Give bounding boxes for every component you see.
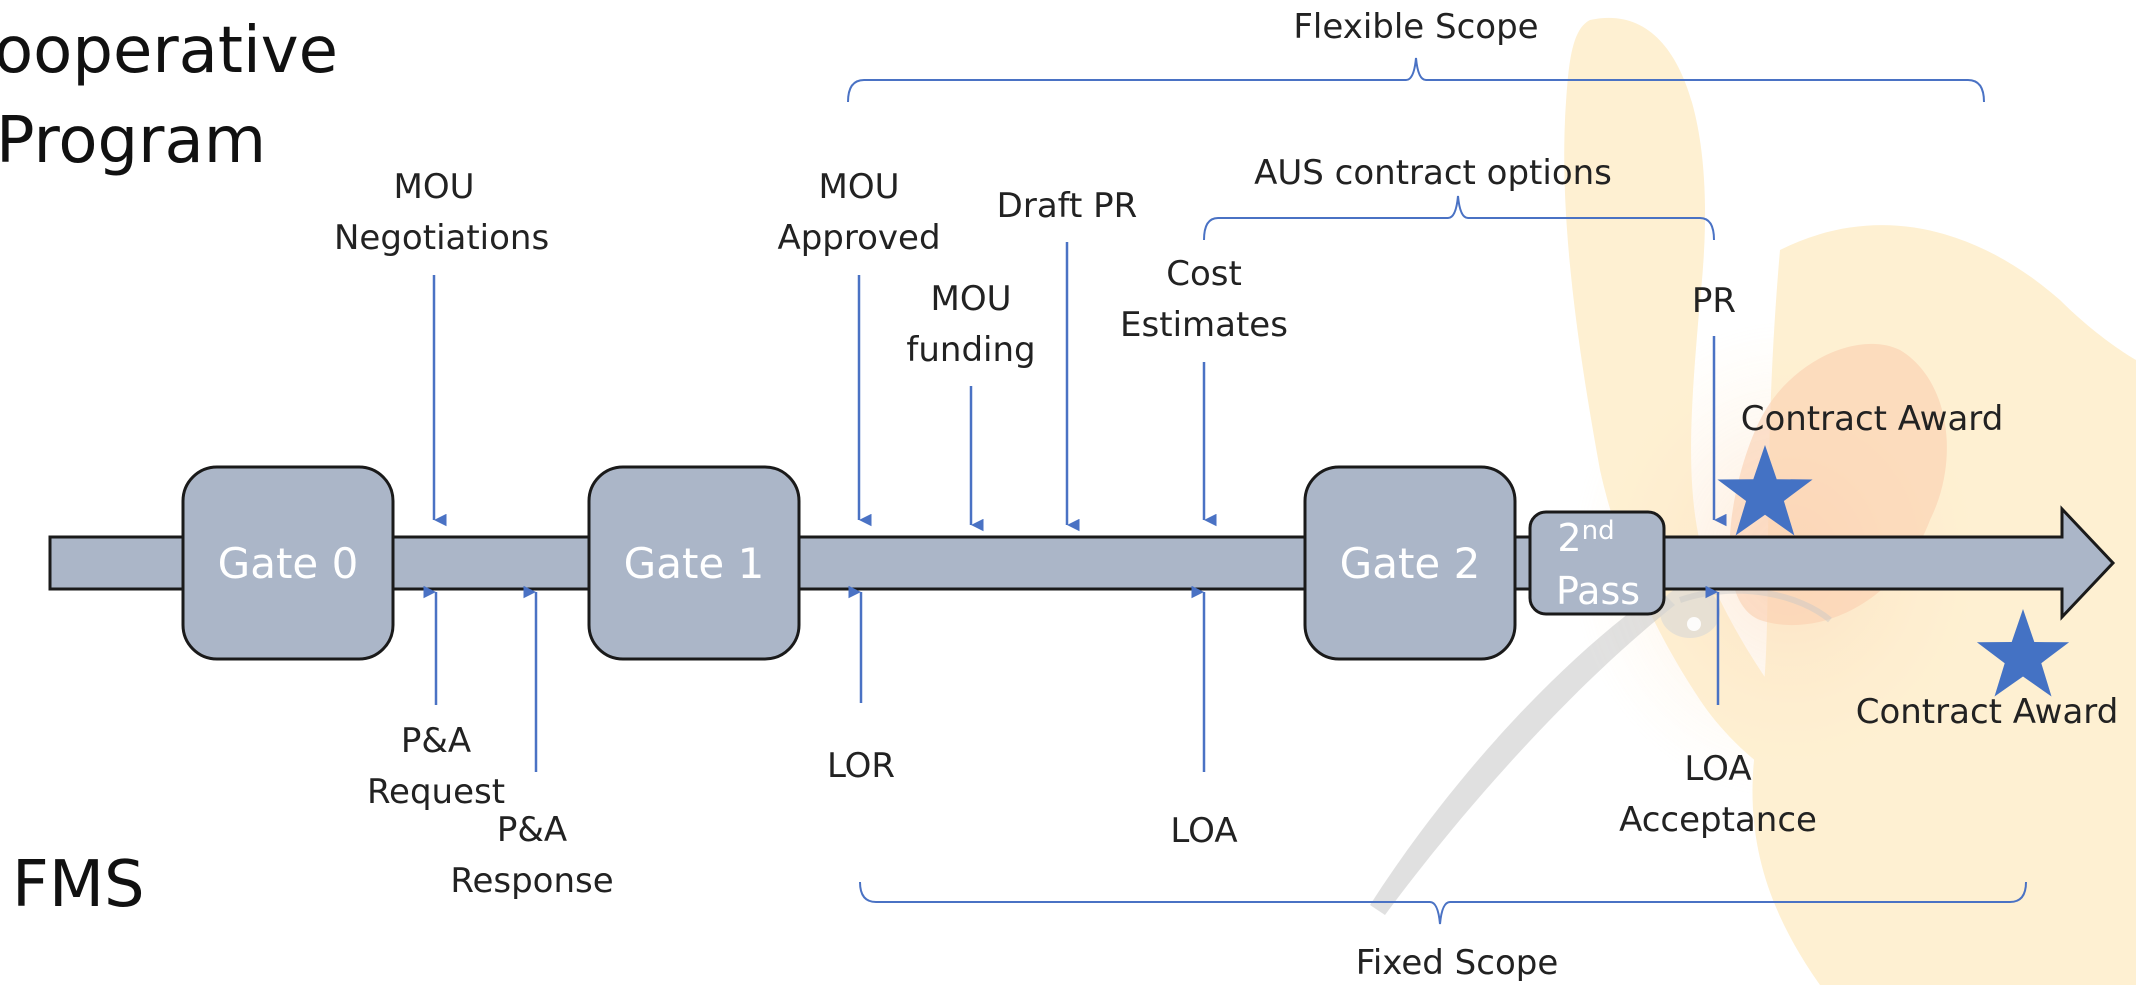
label-cost-estimates-line1: Cost (1166, 254, 1242, 294)
label-contract-award-bottom: Contract Award (1855, 692, 2119, 732)
label-cost-estimates-line2: Estimates (1120, 305, 1288, 345)
gate-2-label: Gate 2 (1340, 539, 1481, 588)
top-arrows (432, 242, 1727, 532)
aus-contract-options-bracket (1203, 195, 1715, 241)
label-loa-acceptance-line1: LOA (1684, 749, 1752, 789)
contract-award-top-star (1717, 445, 1813, 536)
label-pa-request-line2: Request (366, 772, 506, 812)
gate-1-label: Gate 1 (624, 539, 765, 588)
label-draft-pr: Draft PR (996, 186, 1138, 226)
label-contract-award-top: Contract Award (1740, 399, 2004, 439)
label-mou-funding: MOU funding (891, 274, 1051, 376)
flexible-scope-bracket (847, 57, 1985, 103)
label-mou-funding-line2: funding (906, 330, 1036, 370)
label-mou-approved: MOU Approved (759, 162, 959, 264)
bottom-arrows (423, 585, 1720, 772)
label-lor: LOR (826, 746, 896, 786)
second-pass-box (1528, 510, 1666, 616)
label-pa-response: P&A Response (432, 805, 632, 907)
label-pr: PR (1691, 281, 1737, 321)
label-mou-funding-line1: MOU (930, 279, 1012, 319)
label-pa-response-line2: Response (450, 861, 614, 901)
label-pa-request: P&A Request (336, 716, 536, 818)
title-line-1: ooperative (0, 14, 338, 88)
label-flexible-scope: Flexible Scope (1293, 7, 1539, 47)
gate-2-box (1303, 465, 1517, 661)
gate-1-box (587, 465, 801, 661)
contract-award-bottom-star (1976, 609, 2070, 697)
label-mou-negotiations-line2: Negotiations (334, 218, 550, 258)
gate-0-box (181, 465, 395, 661)
label-mou-approved-line2: Approved (777, 218, 941, 258)
label-fixed-scope: Fixed Scope (1355, 943, 1559, 983)
second-pass-label-line2: Pass (1556, 569, 1640, 613)
second-pass-label-line1: 2nd (1557, 516, 1614, 560)
label-aus-contract-options: AUS contract options (1254, 153, 1612, 193)
fixed-scope-bracket (859, 881, 2027, 925)
label-mou-negotiations: MOU Negotiations (334, 162, 550, 264)
label-pa-request-line1: P&A (400, 721, 472, 761)
title-fms: FMS (12, 848, 145, 922)
label-loa-acceptance-line2: Acceptance (1619, 800, 1817, 840)
label-mou-approved-line1: MOU (818, 167, 900, 207)
label-mou-negotiations-line1: MOU (393, 167, 475, 207)
title-line-2: Program (0, 104, 267, 178)
gate-0-label: Gate 0 (218, 539, 359, 588)
label-cost-estimates: Cost Estimates (1104, 249, 1304, 351)
label-loa-acceptance: LOA Acceptance (1598, 744, 1838, 846)
label-loa: LOA (1170, 811, 1238, 851)
label-pa-response-line1: P&A (496, 810, 568, 850)
